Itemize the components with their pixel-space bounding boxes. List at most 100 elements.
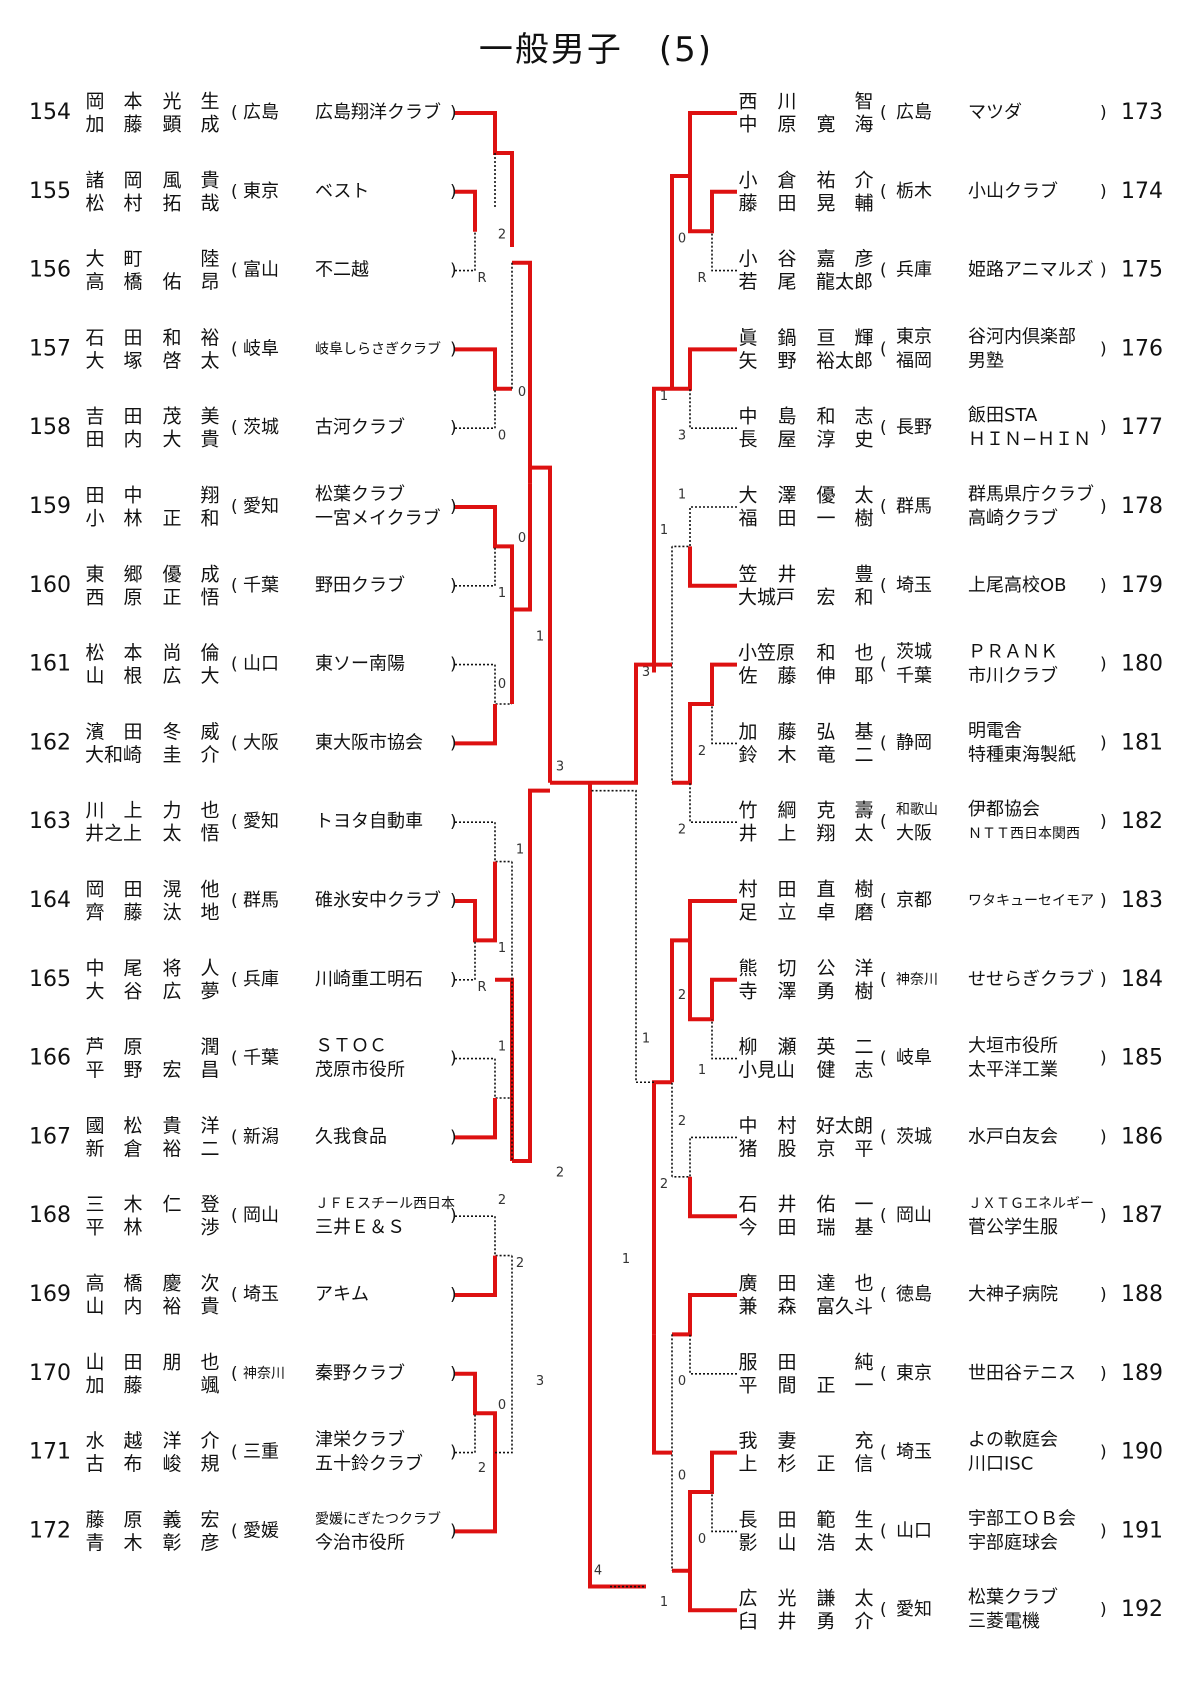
player-name-part: 也 [854,642,873,664]
player-name-part: 弘 [816,721,835,743]
paren-close: ) [1100,812,1107,832]
player-name-part: 朋 [162,1351,181,1373]
bracket-line [455,704,497,746]
match-score: 2 [498,228,506,243]
prefecture: 岐阜 [243,338,279,359]
player-name-part: 也 [200,800,219,822]
player-name-part: 大 [85,350,104,372]
player-name-part: 也 [200,1351,219,1373]
bracket-line [455,1057,512,1099]
entry-number: 179 [1121,573,1163,598]
player-name-part: 祐 [816,169,835,191]
paren-close: ) [1100,655,1107,675]
player-name-part: 藤 [777,665,796,687]
match-score: 0 [678,1469,686,1484]
bracket-line [652,1334,672,1455]
entry-number: 170 [29,1361,71,1386]
paren-close: ) [450,655,457,675]
player-name-part: 本 [123,91,142,113]
player-name-part: 原 [123,1509,142,1531]
player-name-part: 規 [200,1453,219,1475]
player-name-part: 東 [85,563,104,585]
club-name: ＰＲＡＮＫ [968,642,1058,663]
player-name-part: 若 [738,271,757,293]
entry-number: 177 [1121,415,1163,440]
prefecture: 栃木 [896,181,932,202]
entry-number: 180 [1121,652,1163,677]
player-name-part: 原 [123,1036,142,1058]
bracket-line [455,821,512,863]
paren-close: ) [1100,1127,1107,1147]
club-name: 大神子病院 [968,1284,1058,1305]
player-name-part: 石 [85,327,104,349]
player-name-part: 二 [854,1036,873,1058]
player-name-part: 内 [123,429,142,451]
player-name-part: 英 [816,1036,835,1058]
player-name-part: 他 [200,879,219,901]
prefecture: 千葉 [896,666,932,687]
club-name: 飯田STA [968,405,1038,426]
match-score: 4 [594,1563,602,1578]
paren-close: ) [450,497,457,517]
player-name-part: 影 [738,1532,757,1554]
player-name-part: 茂 [162,406,181,428]
player-name-part: 亘 [816,327,835,349]
entry-number: 174 [1121,179,1163,204]
bracket-line [455,1098,497,1140]
player-name-part: 達 [816,1273,835,1295]
player-name-part: 浩 [816,1532,835,1554]
club-name: 特種東海製紙 [968,744,1076,765]
match-score: 1 [660,1595,668,1610]
bracket-line [455,230,476,272]
paren-open: ( [231,812,238,832]
player-name-part: 洋 [162,1430,181,1452]
match-score: 1 [498,941,506,956]
entry-number: 161 [29,652,71,677]
club-name: よの軟庭会 [968,1430,1058,1451]
player-name-part: 倉 [123,1138,142,1160]
player-name-part: 太 [854,823,873,845]
player-name-part: 山 [85,1351,104,1373]
bracket-line [455,861,497,943]
entry-number: 189 [1121,1361,1163,1386]
prefecture: 千葉 [243,575,279,596]
player-name-part: 勇 [816,980,835,1002]
player-name-part: 正 [162,508,181,530]
player-name-part: 鈴 [738,744,757,766]
player-name-part: 杉 [777,1453,796,1475]
player-name-part: 太 [854,1532,873,1554]
player-name-part: 翔 [816,823,835,845]
player-name-part: 齊 [85,902,104,924]
player-name-part: 大 [85,248,104,270]
bracket-line [455,388,496,430]
club-name: 高崎クラブ [968,507,1058,529]
paren-close: ) [1100,418,1107,438]
paren-close: ) [450,1049,457,1069]
player-name-part: 小 [738,248,757,270]
club-name: 愛媛にぎたつクラブ [315,1510,441,1527]
player-name-part: 藤 [777,721,796,743]
paren-close: ) [450,891,457,911]
bracket-line [688,1176,737,1219]
player-name-part: 汰 [162,902,181,924]
player-name-part: 和 [816,406,835,428]
paren-open: ( [880,103,887,123]
match-score: 2 [478,1461,486,1476]
club-name: ベスト [315,181,369,202]
match-score: 1 [498,1039,506,1054]
player-name-part: 一 [854,1374,873,1396]
player-name-part: 中 [738,406,757,428]
player-name-part: 熊 [738,957,757,979]
player-name-part: 野 [777,350,796,372]
player-name-part: 井 [777,563,796,585]
player-name-part: 次 [200,1273,219,1295]
player-name-part: 登 [200,1194,219,1216]
player-name-part: 淳 [816,429,835,451]
prefecture: 福岡 [896,350,932,371]
match-score: 1 [622,1252,630,1267]
club-name: 不二越 [315,260,369,281]
player-name-part: 正 [162,586,181,608]
bracket-line [588,782,646,1589]
player-name-part: 生 [200,91,219,113]
player-name-part: 加 [738,721,757,743]
